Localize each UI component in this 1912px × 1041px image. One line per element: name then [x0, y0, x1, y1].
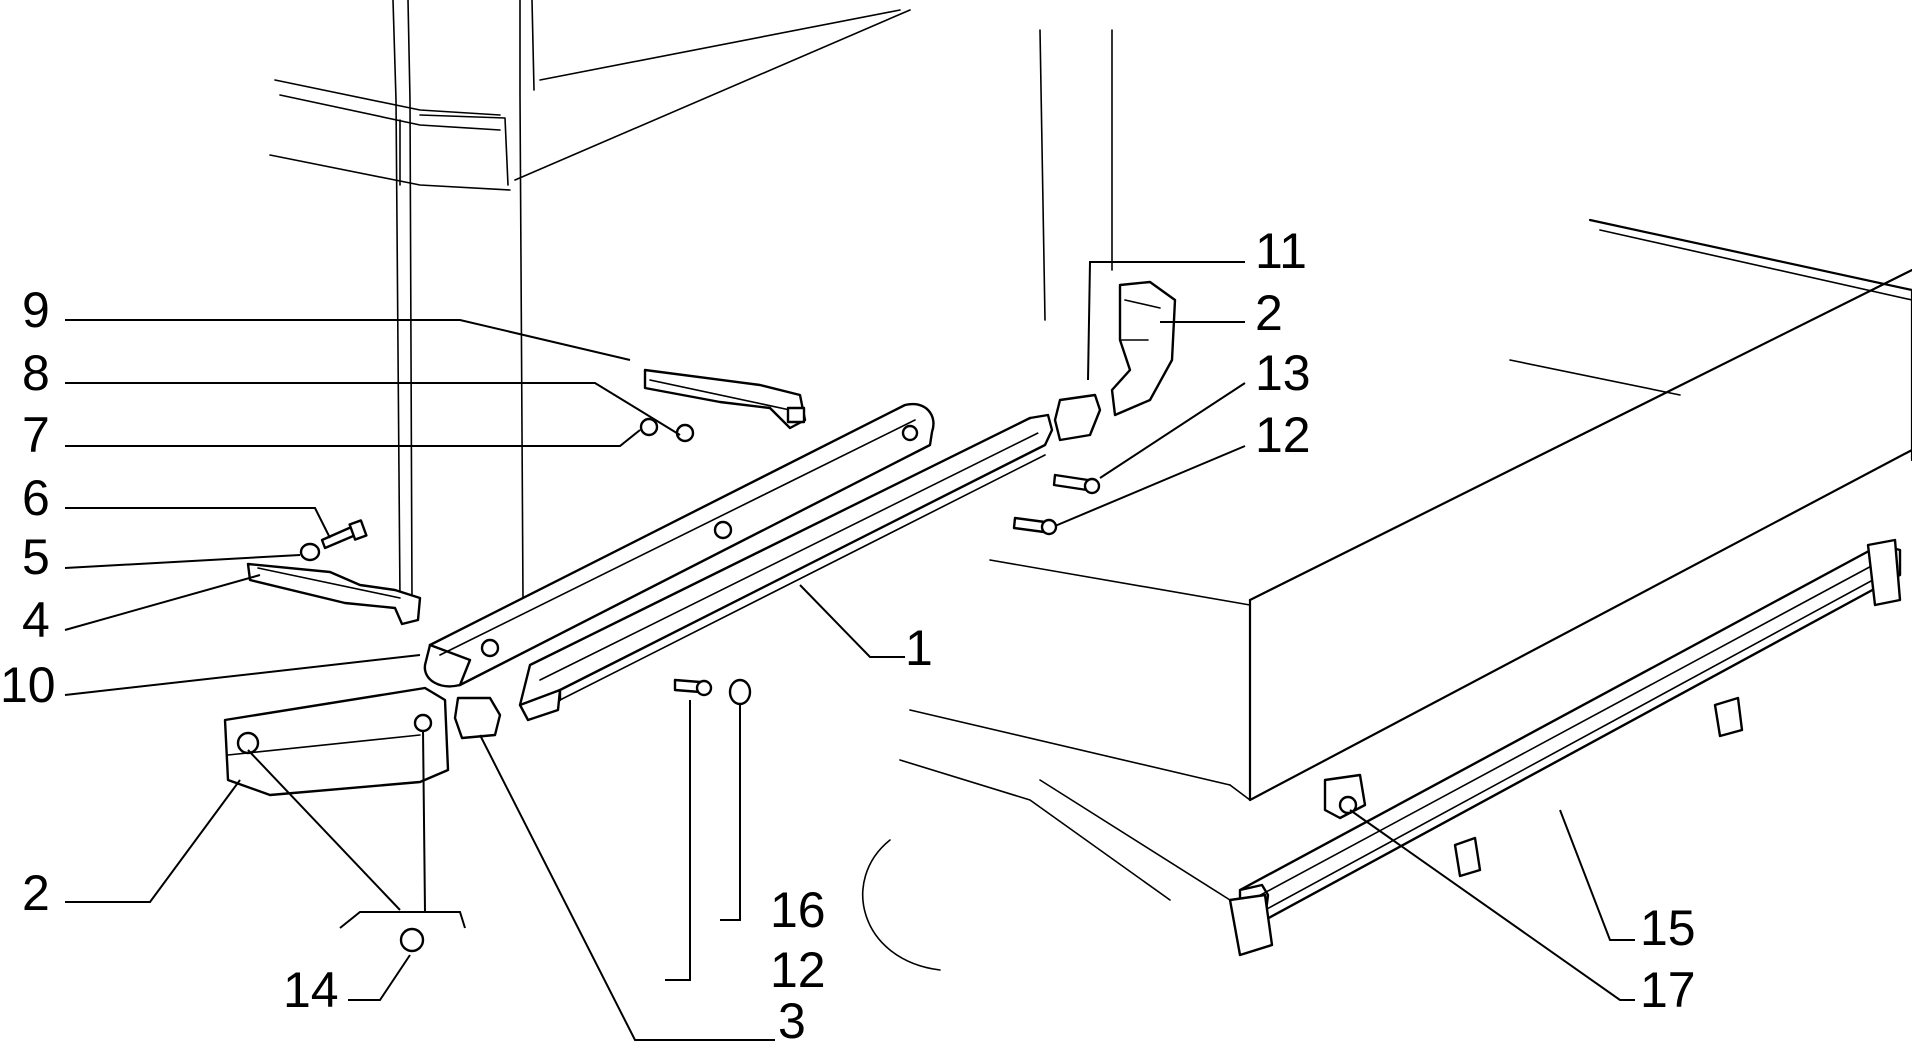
callout-2-lower: 2: [22, 865, 50, 921]
part-14-washer: [399, 927, 425, 953]
callout-17: 17: [1640, 962, 1696, 1018]
callout-8: 8: [22, 345, 50, 401]
part-12-lower-bolt: [673, 678, 713, 697]
part-1-channel-bar: [518, 413, 1054, 722]
callout-4: 4: [22, 592, 50, 648]
part-16-washer: [728, 678, 752, 706]
part-5-washer: [299, 542, 321, 562]
truck-bed-outline: [861, 218, 1912, 971]
part-6-bolt: [320, 519, 368, 550]
part-4-lower-bracket: [246, 562, 422, 626]
callout-16: 16: [770, 882, 826, 938]
callout-11: 11: [1255, 223, 1307, 279]
part-3-end-block: [453, 696, 502, 740]
leader-lines: [64, 261, 1635, 1041]
part-17-hitch-bracket: [1323, 773, 1367, 820]
callout-10: 10: [0, 657, 56, 713]
part-2-upper-end-cap: [1110, 280, 1177, 417]
callout-labels: 11 2 13 12 9 8 7 6 5 4 10 1 2 14 16 12 3…: [0, 223, 1696, 1041]
callout-15: 15: [1640, 900, 1696, 956]
part-13-bolt: [1052, 473, 1101, 495]
vehicle-cab-outline: [269, 0, 1113, 601]
callout-5: 5: [22, 529, 50, 585]
part-11-bracket: [1053, 393, 1102, 442]
callout-3: 3: [778, 993, 806, 1041]
part-9-upper-bracket: [643, 368, 807, 430]
part-2-lower-end-cap: [223, 686, 450, 797]
callout-12-upper: 12: [1255, 407, 1311, 463]
callout-9: 9: [22, 282, 50, 338]
callout-2-upper: 2: [1255, 285, 1283, 341]
callout-14: 14: [283, 962, 339, 1018]
callout-12-lower: 12: [770, 942, 826, 998]
part-10-tube-bar: [423, 402, 935, 688]
part-14-bracket-marks: [339, 911, 466, 929]
part-8-nut: [639, 417, 695, 443]
callout-13: 13: [1255, 345, 1311, 401]
callout-6: 6: [22, 470, 50, 526]
callout-7: 7: [22, 407, 50, 463]
callout-1: 1: [905, 620, 933, 676]
part-15-rear-bar: [1228, 538, 1902, 957]
part-12-upper-bolt: [1012, 516, 1058, 536]
